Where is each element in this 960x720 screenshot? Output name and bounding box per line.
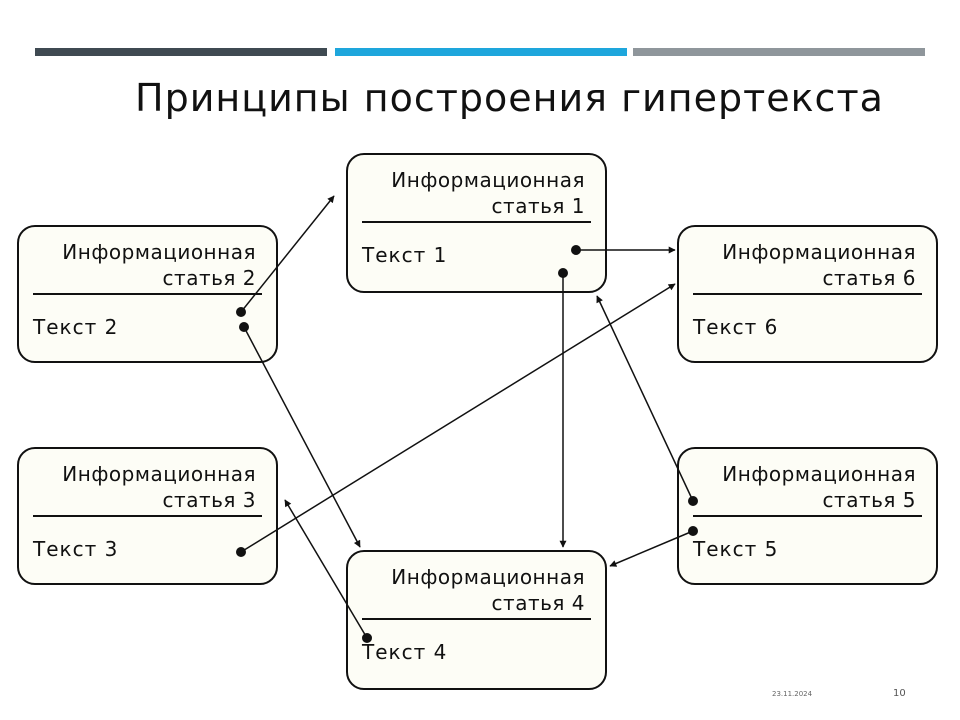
article-header-line1: Информационная: [62, 462, 256, 486]
article-body: Текст 3: [33, 537, 119, 561]
article-divider: [362, 221, 591, 223]
article-header-line1: Информационная: [722, 240, 916, 264]
slide-date: 23.11.2024: [772, 690, 813, 698]
article-header-line1: Информационная: [391, 565, 585, 589]
link-arrow-4-to-3: [284, 499, 368, 639]
article-body: Текст 5: [693, 537, 779, 561]
link-arrow-5-to-1: [596, 295, 694, 502]
slide-title: Принципы построения гипертекста: [135, 76, 884, 120]
article-body: Текст 6: [693, 315, 779, 339]
article-divider: [693, 515, 922, 517]
article-header: Информационная статья 2: [62, 239, 256, 291]
article-header-line1: Информационная: [391, 168, 585, 192]
article-header-line1: Информационная: [62, 240, 256, 264]
link-arrow-3-to-6: [240, 283, 676, 553]
slide-page-number: 10: [893, 688, 906, 699]
article-header-line2: статья 3: [162, 488, 256, 512]
article-header-line2: статья 2: [162, 266, 256, 290]
article-card-1: Информационная статья 1 Текст 1: [346, 153, 607, 293]
link-anchor-dot-2-to-4: [239, 322, 249, 332]
article-header: Информационная статья 1: [391, 167, 585, 219]
accent-bar-dark: [35, 48, 327, 56]
link-arrow-2-to-4: [243, 326, 361, 548]
link-arrow-5-to-4: [609, 530, 694, 567]
article-header: Информационная статья 5: [722, 461, 916, 513]
article-card-4: Информационная статья 4 Текст 4: [346, 550, 607, 690]
link-anchor-dot-1-to-4: [558, 268, 568, 278]
article-header: Информационная статья 3: [62, 461, 256, 513]
link-anchor-dot-4-to-3: [362, 633, 372, 643]
article-header: Информационная статья 6: [722, 239, 916, 291]
link-anchor-dot-3-to-6: [236, 547, 246, 557]
link-anchor-dot-2-to-1: [236, 307, 246, 317]
article-divider: [33, 515, 262, 517]
article-divider: [362, 618, 591, 620]
link-anchor-dot-5-to-4: [688, 526, 698, 536]
article-divider: [33, 293, 262, 295]
article-card-5: Информационная статья 5 Текст 5: [677, 447, 938, 585]
article-card-2: Информационная статья 2 Текст 2: [17, 225, 278, 363]
article-header-line2: статья 6: [822, 266, 916, 290]
accent-bar-gray: [633, 48, 925, 56]
article-header-line1: Информационная: [722, 462, 916, 486]
accent-bar-blue: [335, 48, 627, 56]
article-header-line2: статья 4: [491, 591, 585, 615]
article-divider: [693, 293, 922, 295]
link-anchor-dot-5-to-1: [688, 496, 698, 506]
link-arrow-2-to-1: [240, 195, 335, 313]
article-header: Информационная статья 4: [391, 564, 585, 616]
article-body: Текст 2: [33, 315, 119, 339]
article-body: Текст 4: [362, 640, 448, 664]
article-header-line2: статья 1: [491, 194, 585, 218]
article-header-line2: статья 5: [822, 488, 916, 512]
article-card-3: Информационная статья 3 Текст 3: [17, 447, 278, 585]
article-card-6: Информационная статья 6 Текст 6: [677, 225, 938, 363]
article-body: Текст 1: [362, 243, 448, 267]
link-anchor-dot-1-to-6: [571, 245, 581, 255]
